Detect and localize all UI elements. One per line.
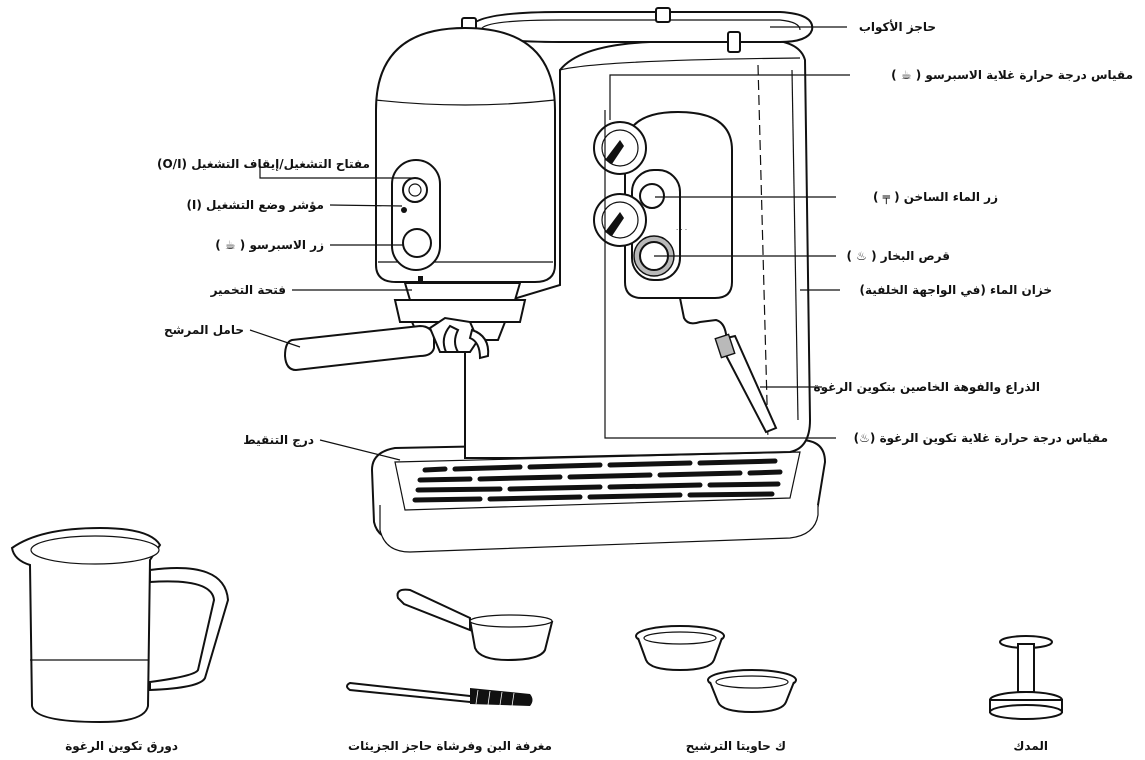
filter-baskets-drawing <box>635 625 797 714</box>
label-frothing-arm: الذراع والفوهة الخاصين بتكوين الرغوة <box>814 380 1040 395</box>
leader-lines <box>249 26 850 461</box>
svg-text:· · ·: · · · <box>676 226 687 234</box>
brew-head-and-portafilter <box>283 282 527 372</box>
brush-drawing <box>346 681 533 707</box>
frothing-arm-drawing <box>679 297 778 434</box>
label-portafilter: حامل المرشح <box>164 323 244 337</box>
label-tamper: المدك <box>1013 739 1048 753</box>
drip-tray-drawing <box>370 438 827 553</box>
gauges-drawing <box>593 121 647 247</box>
scoop-drawing <box>396 588 554 662</box>
label-filter-baskets: ك حاويتا الترشيح <box>686 739 786 754</box>
label-espresso-boiler-gauge: مقياس درجة حرارة غلاية الاسبرسو ( ☕ ) <box>891 68 1133 83</box>
steam-dome: · · · <box>624 110 733 299</box>
callout-labels: حاجز الأكواب مقياس درجة حرارة غلاية الاس… <box>65 19 1133 754</box>
label-power-indicator: مؤشر وضع التشغيل (I) <box>186 198 324 213</box>
frothing-pitcher-drawing <box>10 526 230 724</box>
label-cup-holder: حاجز الأكواب <box>859 19 936 35</box>
espresso-machine: · · · <box>283 7 827 553</box>
label-scoop-brush: مغرفة البن وفرشاة حاجز الجزيئات <box>348 739 552 754</box>
label-drip-tray: درج التنقيط <box>243 433 314 447</box>
label-steam-boiler-gauge: مقياس درجة حرارة غلاية تكوين الرغوة (♨) <box>854 431 1108 446</box>
label-frothing-pitcher: دورق تكوين الرغوة <box>65 739 178 754</box>
cup-holder-drawing <box>461 7 814 53</box>
label-espresso-button: زر الاسبرسو ( ☕ ) <box>215 238 324 253</box>
espresso-dome <box>375 26 556 283</box>
tamper-drawing <box>989 635 1063 720</box>
label-power-switch: مفتاح التشغيل/إيقاف التشغيل (O/I) <box>157 157 370 171</box>
label-water-tank: خزان الماء (في الواجهة الخلفية) <box>859 283 1052 298</box>
label-hot-water-button: زر الماء الساخن ( ╤ ) <box>873 190 998 204</box>
label-steam-dial: قرص البخار ( ♨ ) <box>847 249 950 263</box>
label-brew-head: فتحة التخمير <box>210 283 286 297</box>
